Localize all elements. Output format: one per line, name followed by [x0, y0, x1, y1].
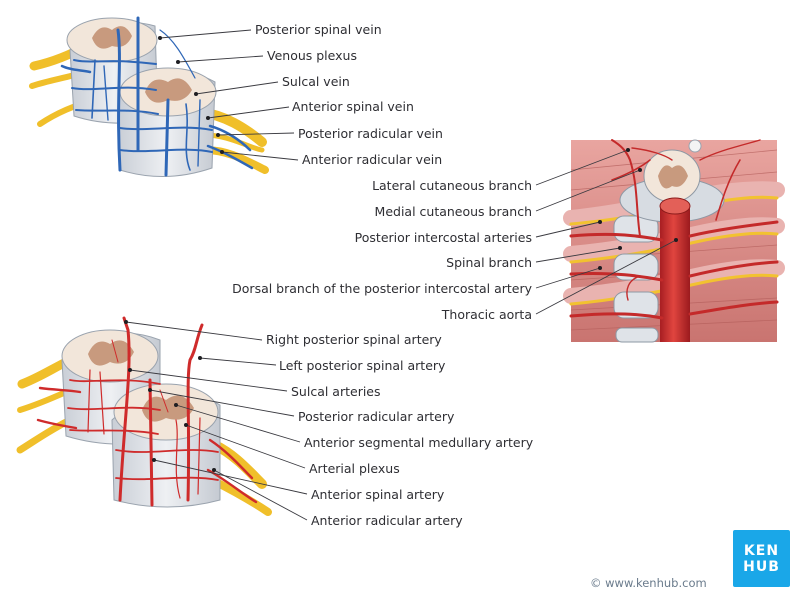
leader-lines: [125, 29, 677, 521]
venous-cord: [29, 16, 269, 177]
arterial-network: [36, 316, 258, 507]
logo-line-1: KEN: [743, 542, 780, 559]
label-sulcal-vein: Sulcal vein: [282, 74, 350, 89]
label-anterior-spinal-vein: Anterior spinal vein: [292, 99, 414, 114]
label-thoracic-aorta: Thoracic aorta: [441, 307, 532, 322]
label-right-posterior-spinal-artery: Right posterior spinal artery: [266, 332, 442, 347]
label-posterior-intercostal-arteries: Posterior intercostal arteries: [354, 230, 532, 245]
copyright-credit: © www.kenhub.com: [590, 576, 707, 590]
label-dorsal-branch: Dorsal branch of the posterior intercost…: [232, 281, 532, 296]
label-sulcal-arteries: Sulcal arteries: [291, 384, 381, 399]
arterial-cord: [16, 316, 272, 516]
label-anterior-spinal-artery: Anterior spinal artery: [311, 487, 445, 502]
label-arterial-plexus: Arterial plexus: [309, 461, 400, 476]
label-anterior-radicular-artery: Anterior radicular artery: [311, 513, 463, 528]
label-medial-cutaneous-branch: Medial cutaneous branch: [374, 204, 532, 219]
label-posterior-spinal-vein: Posterior spinal vein: [255, 22, 382, 37]
label-posterior-radicular-vein: Posterior radicular vein: [298, 126, 443, 141]
label-posterior-radicular-artery: Posterior radicular artery: [298, 409, 455, 424]
kenhub-logo[interactable]: KEN HUB: [733, 530, 790, 587]
label-anterior-radicular-vein: Anterior radicular vein: [302, 152, 443, 167]
venous-network: [60, 16, 254, 177]
logo-line-2: HUB: [743, 558, 780, 575]
label-venous-plexus: Venous plexus: [267, 48, 357, 63]
label-spinal-branch: Spinal branch: [446, 255, 532, 270]
label-anterior-segmental-medullary-artery: Anterior segmental medullary artery: [304, 435, 534, 450]
aorta-panel: [563, 139, 785, 343]
leader-dots: [124, 36, 678, 472]
label-lateral-cutaneous-branch: Lateral cutaneous branch: [372, 178, 532, 193]
label-left-posterior-spinal-artery: Left posterior spinal artery: [279, 358, 446, 373]
